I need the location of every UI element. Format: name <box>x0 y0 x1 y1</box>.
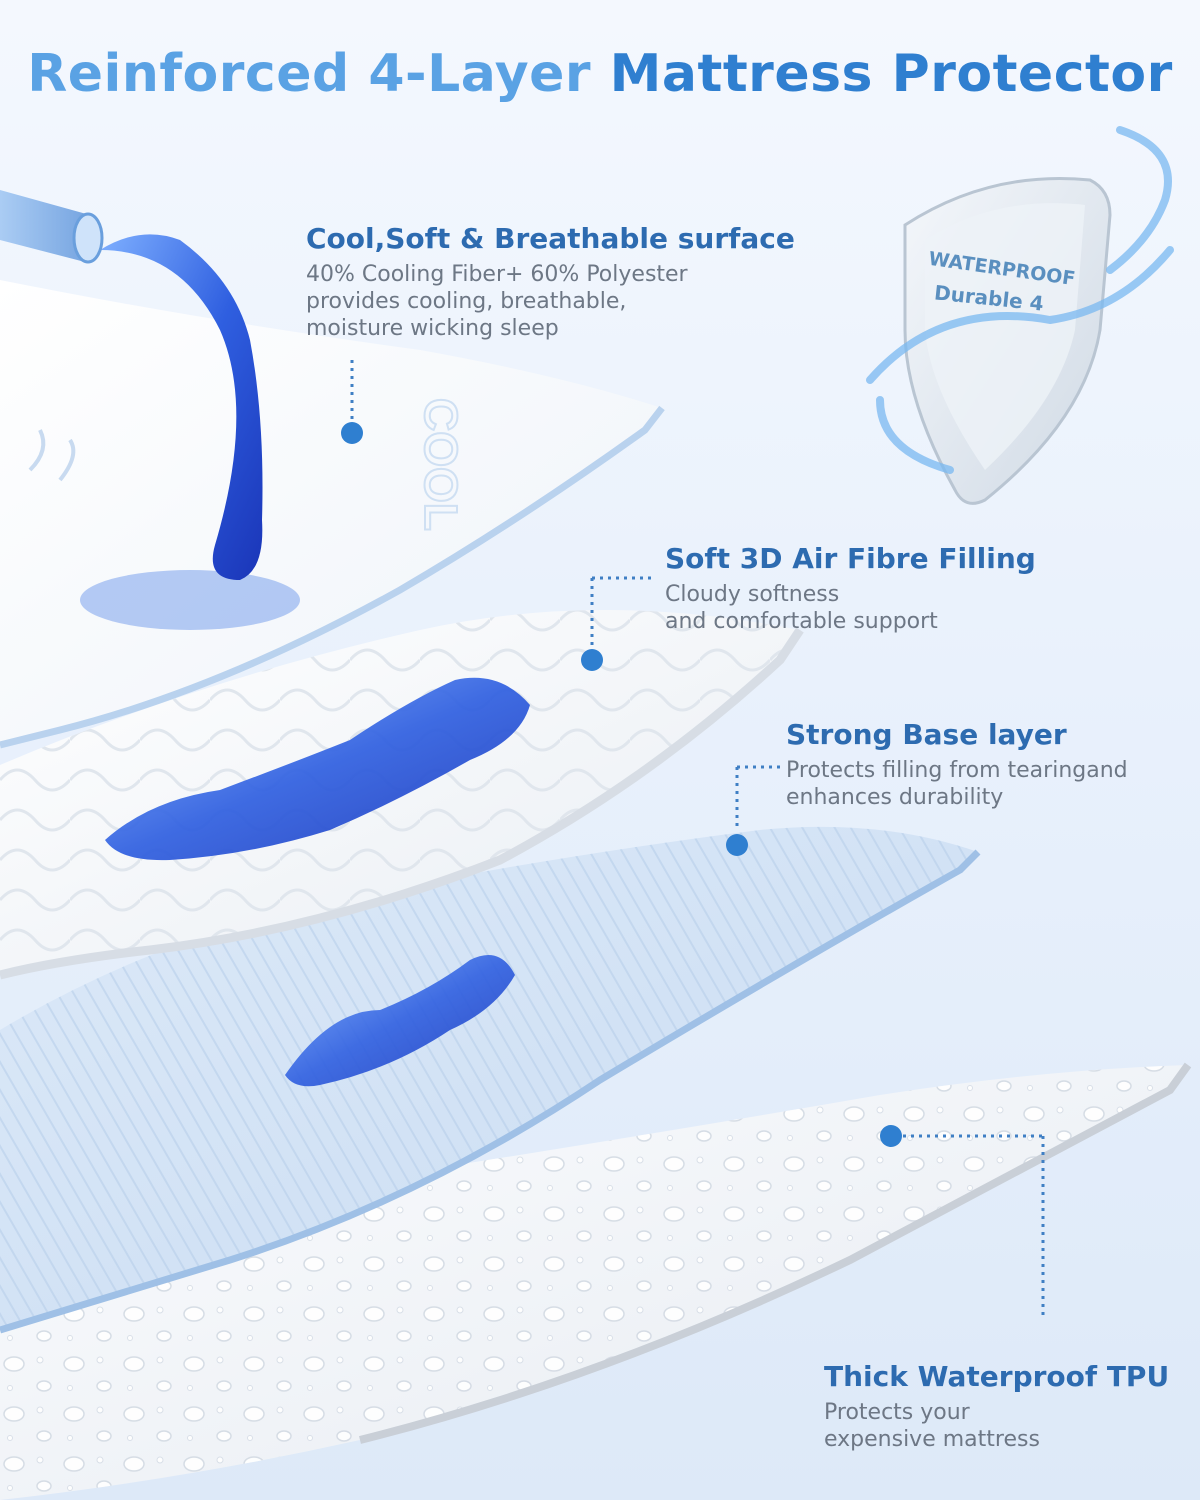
fabric-cool-text: COOL <box>415 398 467 531</box>
dot-marker-icon <box>726 834 748 856</box>
title-part-a: Reinforced 4-Layer <box>27 44 610 104</box>
connector-base <box>726 765 780 856</box>
connector-surface <box>341 360 363 444</box>
water-pour-icon <box>80 234 300 630</box>
filling-layer <box>0 610 804 980</box>
callout-base: Strong Base layer Protects filling from … <box>786 718 1128 811</box>
callout-heading: Thick Waterproof TPU <box>824 1360 1170 1393</box>
callout-desc-line: Protects filling from tearingand <box>786 758 1128 783</box>
callout-desc-line: Cloudy softness <box>665 582 840 607</box>
page-title: Reinforced 4-Layer Mattress Protector <box>0 44 1200 104</box>
water-tube-icon <box>0 190 104 264</box>
dot-marker-icon <box>880 1125 902 1147</box>
callout-surface: Cool,Soft & Breathable surface 40% Cooli… <box>306 222 795 342</box>
callout-heading: Soft 3D Air Fibre Filling <box>665 542 1036 575</box>
callout-desc-line: provides cooling, breathable, <box>306 289 627 314</box>
callout-desc-line: Protects your <box>824 1400 970 1425</box>
connector-filling <box>581 576 652 671</box>
tpu-layer <box>0 1062 1192 1500</box>
callout-desc-line: 40% Cooling Fiber+ 60% Polyester <box>306 262 688 287</box>
callout-desc-line: enhances durability <box>786 785 1004 810</box>
surface-layer: COOL <box>0 234 665 749</box>
base-layer <box>0 826 981 1334</box>
callout-heading: Strong Base layer <box>786 718 1067 751</box>
callout-desc-line: moisture wicking sleep <box>306 316 559 341</box>
dot-marker-icon <box>581 649 603 671</box>
water-splash-icon <box>105 677 530 861</box>
title-part-b: Mattress Protector <box>609 44 1173 104</box>
callout-desc-line: expensive mattress <box>824 1427 1040 1452</box>
callout-tpu: Thick Waterproof TPU Protects your expen… <box>824 1360 1169 1453</box>
callout-filling: Soft 3D Air Fibre Filling Cloudy softnes… <box>665 542 1036 635</box>
callout-heading: Cool,Soft & Breathable surface <box>306 222 795 255</box>
callout-desc-line: and comfortable support <box>665 609 938 634</box>
dot-marker-icon <box>341 422 363 444</box>
connector-tpu <box>880 1125 1045 1320</box>
water-splash-icon <box>285 955 515 1087</box>
waterproof-shield-icon <box>866 126 1174 505</box>
